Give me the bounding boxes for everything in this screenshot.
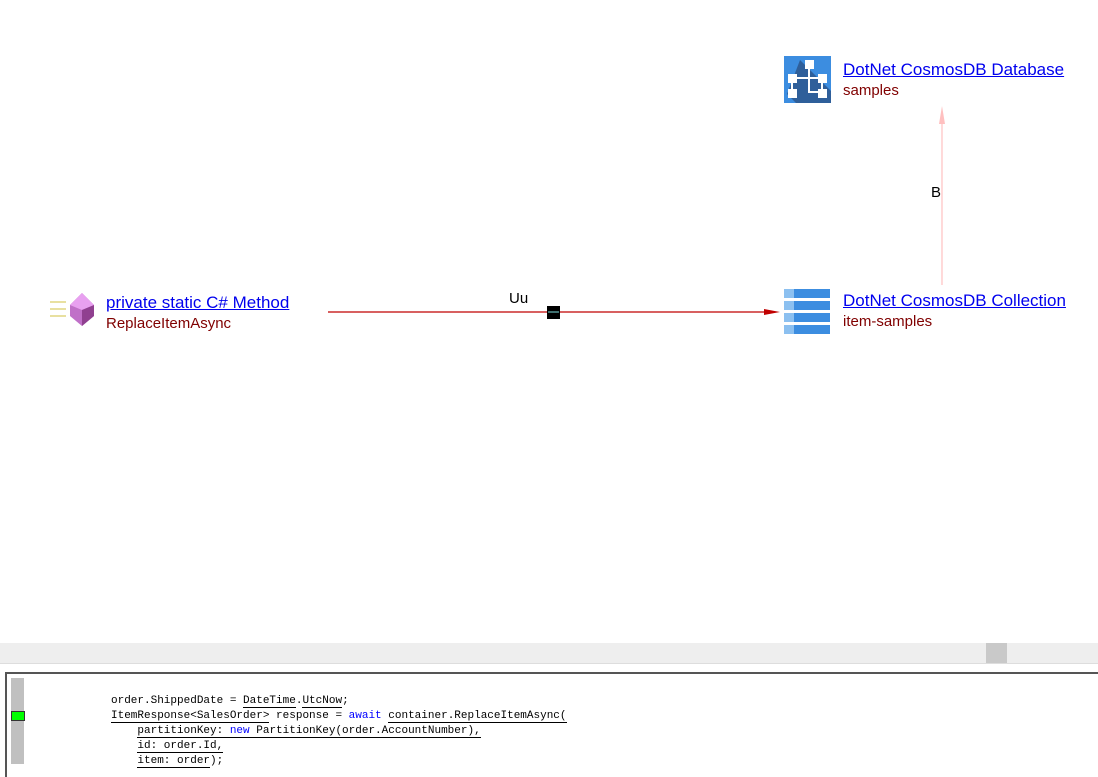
edge-arrowhead xyxy=(939,106,945,124)
code-token: partitionKey: xyxy=(137,725,230,738)
code-token: ItemResponse<SalesOrder> xyxy=(111,710,270,723)
code-token: id: order.Id, xyxy=(137,740,224,753)
diagram-canvas xyxy=(50,56,945,334)
code-token: UtcNow xyxy=(302,695,343,708)
method-node-subtitle: ReplaceItemAsync xyxy=(106,315,232,332)
code-token: . xyxy=(295,695,303,707)
code-keyword: await xyxy=(348,710,382,722)
code-token: order.ShippedDate = xyxy=(111,695,244,707)
code-token: PartitionKey(order.AccountNumber), xyxy=(249,725,481,738)
method-node-title[interactable]: private static C# Method xyxy=(106,293,290,312)
code-lines: order.ShippedDate = DateTime.UtcNow;Item… xyxy=(111,694,567,769)
database-icon xyxy=(784,56,831,103)
code-token: DateTime xyxy=(243,695,296,708)
code-token xyxy=(111,725,137,737)
database-node-title[interactable]: DotNet CosmosDB Database xyxy=(843,60,1065,79)
code-gutter xyxy=(11,678,24,764)
code-token xyxy=(111,755,137,767)
code-line: order.ShippedDate = DateTime.UtcNow; xyxy=(111,694,567,709)
code-line: ItemResponse<SalesOrder> response = awai… xyxy=(111,709,567,724)
scrollbar-thumb[interactable] xyxy=(986,643,1007,663)
current-line-marker xyxy=(11,711,25,721)
code-token: item: order xyxy=(137,755,211,768)
code-line: item: order); xyxy=(111,754,567,769)
edge-label-b: B xyxy=(931,184,942,201)
code-token: response = xyxy=(269,710,349,722)
code-token: ); xyxy=(210,755,224,767)
code-line: partitionKey: new PartitionKey(order.Acc… xyxy=(111,724,567,739)
edge-label-uu: Uu xyxy=(509,290,529,307)
collection-icon xyxy=(784,289,830,334)
edge-arrowhead xyxy=(764,309,780,315)
collection-node-title[interactable]: DotNet CosmosDB Collection xyxy=(843,291,1066,310)
horizontal-scrollbar[interactable] xyxy=(0,643,1098,664)
code-viewer[interactable]: order.ShippedDate = DateTime.UtcNow;Item… xyxy=(5,672,1098,777)
code-token xyxy=(111,740,137,752)
collection-node-subtitle: item-samples xyxy=(843,313,933,330)
code-token: ; xyxy=(342,695,349,707)
code-token: container.ReplaceItemAsync( xyxy=(388,710,567,723)
code-line: id: order.Id, xyxy=(111,739,567,754)
code-keyword: new xyxy=(229,725,250,738)
csharp-method-icon xyxy=(50,293,94,326)
database-node-subtitle: samples xyxy=(843,82,899,99)
